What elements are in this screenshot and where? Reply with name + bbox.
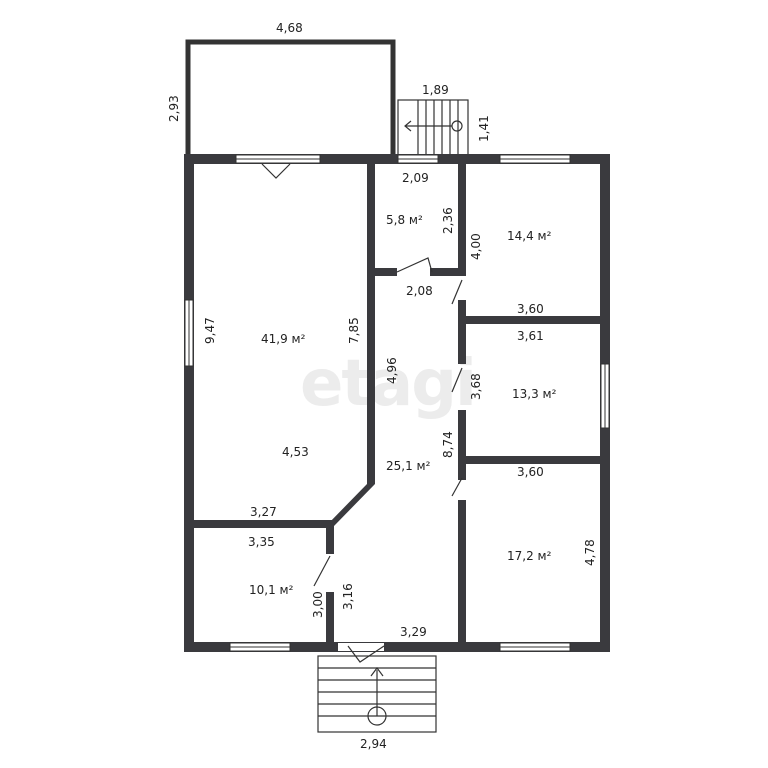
dim-small-right-b: 3,16 (341, 583, 355, 610)
dim-living-bottom: 3,27 (250, 505, 277, 519)
dim-bed2-top: 3,61 (517, 329, 544, 343)
inner-walls (190, 160, 606, 646)
terrace (185, 39, 396, 161)
dim-hall-bottom: 3,29 (400, 625, 427, 639)
dim-wc-width: 2,09 (402, 171, 429, 185)
dim-stair-top-depth: 1,41 (477, 115, 491, 142)
door-swings (261, 163, 463, 663)
dim-wc-bottom: 2,08 (406, 284, 433, 298)
area-wc: 5,8 м² (386, 213, 423, 227)
dim-bed1-bottom: 3,60 (517, 302, 544, 316)
watermark: etagi (300, 347, 475, 421)
dim-small-top: 3,35 (248, 535, 275, 549)
area-room-small: 10,1 м² (249, 583, 294, 597)
dim-wc-height: 2,36 (441, 207, 455, 234)
area-bedroom-3: 17,2 м² (507, 549, 552, 563)
dim-bed2-height: 3,68 (469, 373, 483, 400)
dim-living-height: 9,47 (203, 317, 217, 344)
dim-hall-upper: 4,96 (385, 357, 399, 384)
dim-stair-bottom-width: 2,94 (360, 737, 387, 751)
dim-terrace-depth: 2,93 (167, 95, 181, 122)
dim-small-right-a: 3,00 (311, 591, 325, 618)
dim-living-width: 4,53 (282, 445, 309, 459)
area-bedroom-1: 14,4 м² (507, 229, 552, 243)
dim-hall-height: 8,74 (441, 431, 455, 458)
dim-terrace-width: 4,68 (276, 21, 303, 35)
area-living: 41,9 м² (261, 332, 306, 346)
dim-bed3-height: 4,78 (583, 539, 597, 566)
stairs-top (397, 99, 469, 159)
dim-living-right: 7,85 (347, 317, 361, 344)
stairs-bottom (317, 655, 437, 733)
dim-bed1-height: 4,00 (469, 233, 483, 260)
wall-openings (184, 154, 610, 652)
area-bedroom-2: 13,3 м² (512, 387, 557, 401)
dim-stair-top-width: 1,89 (422, 83, 449, 97)
area-hall: 25,1 м² (386, 459, 431, 473)
dim-bed3-top: 3,60 (517, 465, 544, 479)
